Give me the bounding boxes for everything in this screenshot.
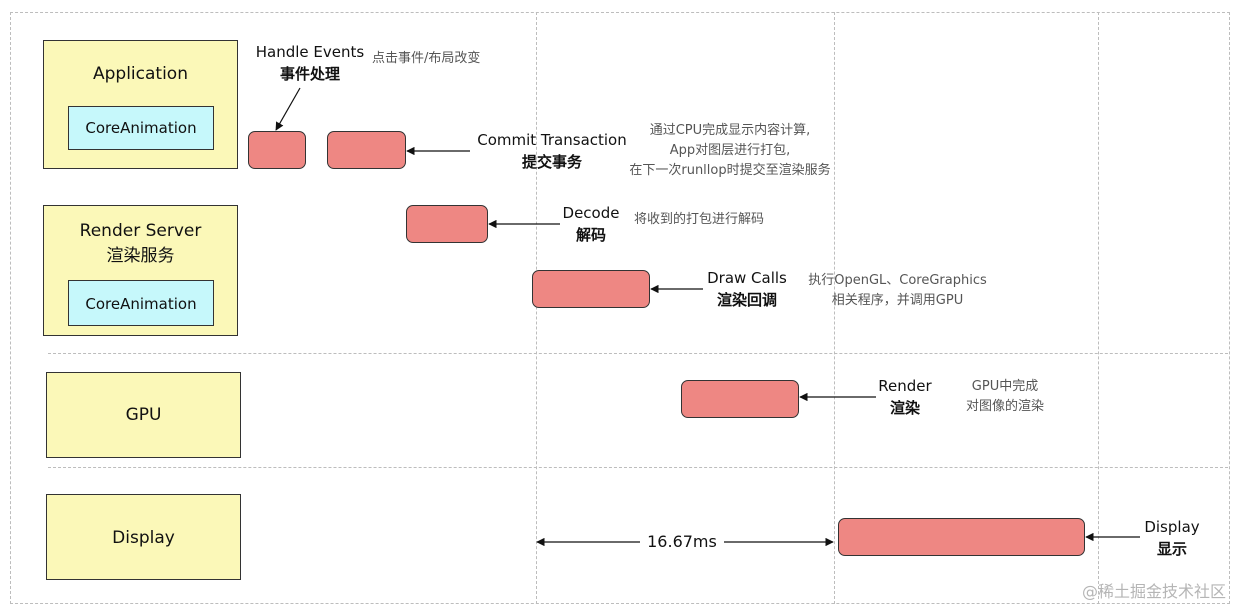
- application-coreanimation-box: CoreAnimation: [68, 106, 214, 150]
- display-stage-label: Display 显示: [1138, 516, 1206, 560]
- diagram-frame: [10, 12, 1230, 604]
- commit-transaction-title: Commit Transaction: [477, 131, 627, 149]
- render-note-line-2: 对图像的渲染: [965, 399, 1044, 414]
- render-server-coreanimation-box: CoreAnimation: [68, 280, 214, 326]
- commit-note-line-3: 在下一次runllop时提交至渲染服务: [629, 163, 831, 178]
- draw-calls-label: Draw Calls 渲染回调: [703, 267, 791, 311]
- commit-transaction-label: Commit Transaction 提交事务: [474, 129, 630, 173]
- decode-note: 将收到的打包进行解码: [634, 212, 765, 227]
- handle-events-block: [248, 131, 306, 169]
- application-lane-title: Application: [93, 64, 188, 84]
- handle-events-note: 点击事件/布局改变: [372, 51, 481, 66]
- decode-block: [406, 205, 488, 243]
- render-block: [681, 380, 799, 418]
- commit-transaction-block: [327, 131, 406, 169]
- frame-duration-label: 16.67ms: [640, 530, 724, 554]
- decode-label: Decode 解码: [556, 202, 626, 246]
- watermark: @稀土掘金技术社区: [1081, 582, 1226, 601]
- render-note-line-1: GPU中完成: [971, 379, 1039, 394]
- display-stage-title: Display: [1144, 518, 1200, 536]
- render-server-lane-title: Render Server: [79, 221, 202, 241]
- handle-events-subtitle: 事件处理: [279, 65, 340, 83]
- handle-events-title: Handle Events: [255, 43, 365, 61]
- draw-calls-subtitle: 渲染回调: [716, 291, 777, 309]
- handle-events-label: Handle Events 事件处理: [250, 41, 370, 85]
- commit-transaction-subtitle: 提交事务: [521, 153, 582, 171]
- display-stage-subtitle: 显示: [1156, 540, 1187, 558]
- render-subtitle: 渲染: [889, 399, 920, 417]
- frame-start-guide: [536, 12, 537, 604]
- render-label: Render 渲染: [872, 375, 938, 419]
- gpu-display-separator: [48, 467, 1228, 468]
- display-end-guide: [1098, 12, 1099, 604]
- frame-end-guide: [834, 12, 835, 604]
- gpu-lane: GPU: [46, 372, 241, 458]
- gpu-lane-title: GPU: [125, 405, 162, 425]
- draw-calls-note-line-2: 相关程序，并调用GPU: [831, 293, 964, 308]
- render-note: GPU中完成 对图像的渲染: [950, 377, 1060, 417]
- render-server-lane: Render Server 渲染服务 CoreAnimation: [43, 205, 238, 336]
- cpu-gpu-separator: [48, 353, 1228, 354]
- commit-note-line-1: 通过CPU完成显示内容计算,: [649, 123, 811, 138]
- decode-subtitle: 解码: [575, 226, 606, 244]
- draw-calls-block: [532, 270, 650, 308]
- draw-calls-title: Draw Calls: [707, 269, 787, 287]
- draw-calls-note-line-1: 执行OpenGL、CoreGraphics: [808, 273, 987, 288]
- display-lane: Display: [46, 494, 241, 580]
- decode-title: Decode: [562, 204, 620, 222]
- display-block: [838, 518, 1085, 556]
- display-lane-title: Display: [112, 528, 175, 548]
- handle-events-arrow: [275, 87, 301, 131]
- commit-note-line-2: App对图层进行打包,: [669, 143, 791, 158]
- render-server-lane-subtitle: 渲染服务: [106, 246, 175, 266]
- draw-calls-note: 执行OpenGL、CoreGraphics 相关程序，并调用GPU: [800, 271, 995, 311]
- commit-transaction-note: 通过CPU完成显示内容计算, App对图层进行打包, 在下一次runllop时提…: [620, 121, 840, 181]
- application-lane: Application CoreAnimation: [43, 40, 238, 169]
- render-title: Render: [878, 377, 932, 395]
